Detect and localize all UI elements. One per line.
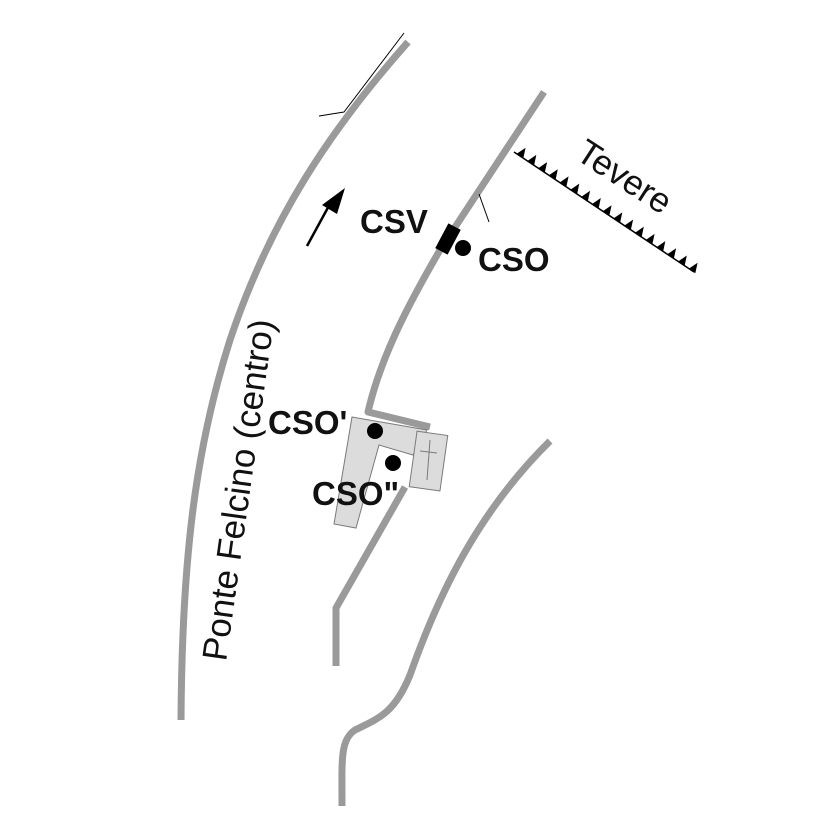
river-bank-tick [624,219,634,231]
river-bank-tick [548,169,558,180]
river-bank-tick [613,212,623,223]
river-bank-tick [559,176,569,187]
river-bank-tick [667,248,677,259]
river-bank-tick [634,226,644,238]
river-bank-tick [677,255,687,266]
cso-marker [455,240,471,256]
cso-double-prime-marker [385,455,401,471]
river-bank-tick [581,190,591,202]
label-cso-double-prime: CSO" [312,475,399,512]
arrow-up-right-icon [305,188,345,247]
lower-road [332,485,409,666]
river-bank-tick [527,154,537,166]
label-cso: CSO [478,241,550,278]
cso-prime-marker [367,423,383,439]
river-bank-tick [570,183,580,195]
middle-road [364,90,547,431]
river-bank-tick [656,241,666,252]
cross-icon [419,439,438,481]
building-l-shaped [333,416,428,529]
river-bank-tick [645,233,655,245]
river-bank-tick [688,262,698,274]
river-bank-icon [513,147,698,274]
label-cso-prime: CSO' [268,404,347,441]
river-bank-tick [516,147,526,159]
csv-marker [435,223,461,255]
side-line [318,32,405,117]
right-road [338,438,553,807]
river-bank-tick [538,162,548,173]
river-bank-tick [591,198,601,209]
river-bank-tick [602,205,612,216]
csv-channel-line [478,193,490,223]
label-town: Ponte Felcino (centro) [195,317,282,663]
main-road [177,39,411,721]
label-csv: CSV [360,203,428,240]
label-river: Tevere [570,132,679,222]
